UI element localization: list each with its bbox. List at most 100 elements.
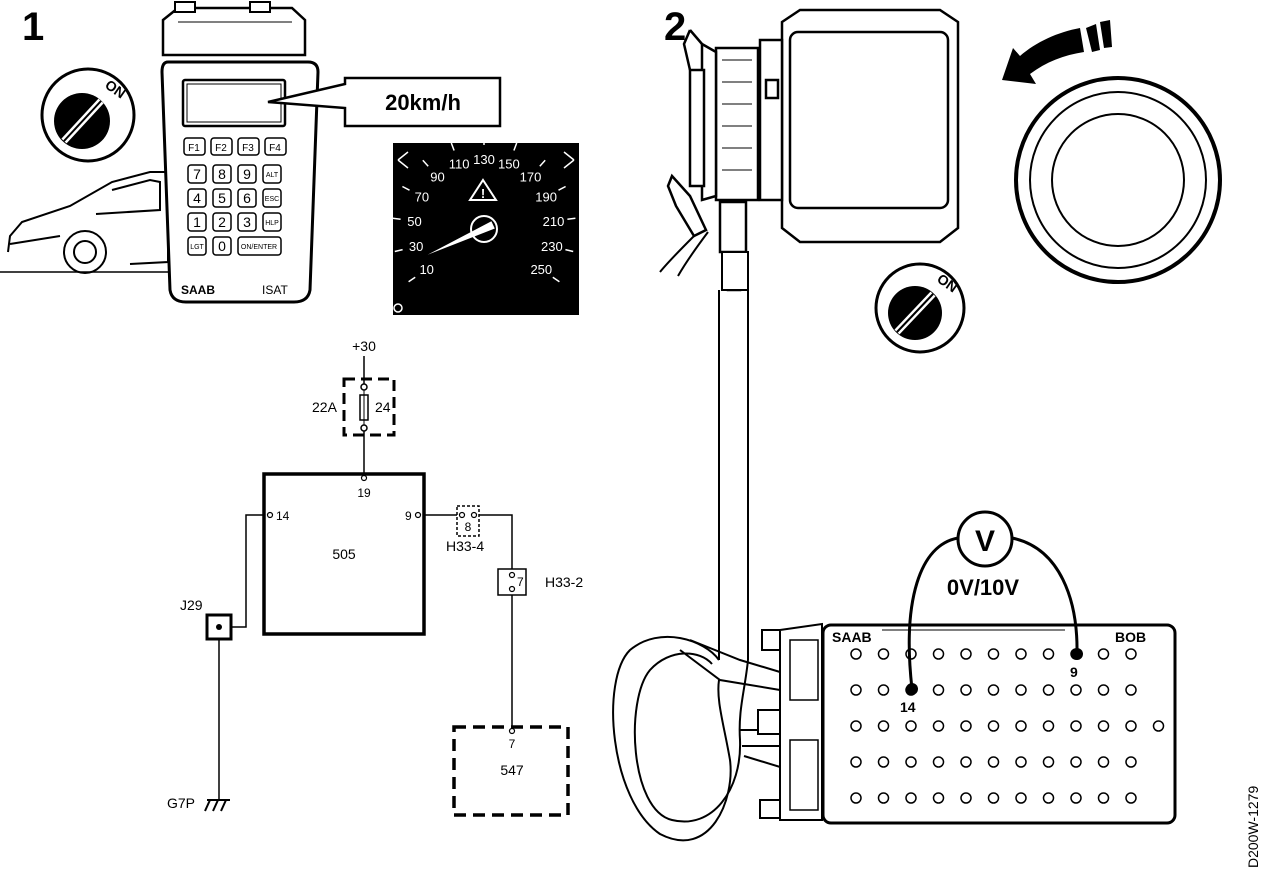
bob-socket — [1042, 792, 1055, 804]
speed-label-150: 150 — [498, 157, 520, 172]
bob-socket — [1042, 720, 1055, 732]
bob-socket — [1042, 756, 1055, 768]
harness-cable — [612, 231, 791, 842]
control-unit-505 — [262, 472, 426, 636]
h33-4-label: H33-4 — [446, 538, 484, 554]
speed-label-90: 90 — [430, 170, 444, 185]
key-f2: F2 — [215, 143, 227, 154]
fuse-name-label: 22A — [312, 399, 338, 415]
bob-socket — [850, 648, 862, 660]
bob-socket — [960, 648, 972, 660]
key-0: 0 — [218, 238, 226, 254]
bob-socket — [1015, 720, 1027, 732]
h33-2-pin-label: 7 — [517, 575, 524, 589]
ground-symbol-icon — [204, 799, 230, 812]
speed-tick-50 — [392, 217, 401, 220]
bob-label: BOB — [1115, 629, 1146, 645]
speed-tick-190 — [558, 185, 566, 191]
tester-model: ISAT — [262, 283, 288, 297]
speed-tick-10 — [408, 276, 416, 283]
pin-19-label: 19 — [357, 486, 371, 500]
isat-tester: F1 F2 F3 F4 7 8 9 ALT 4 5 6 ESC 1 2 3 HL… — [160, 1, 320, 304]
bob-socket — [932, 720, 945, 732]
bob-socket — [932, 684, 945, 696]
h33-4-pin-label: 8 — [465, 520, 472, 534]
bob-socket — [1070, 720, 1082, 732]
pin-14-label: 14 — [276, 509, 290, 523]
bob-socket — [987, 756, 1000, 768]
voltmeter-symbol: V — [975, 525, 995, 558]
bob-socket — [905, 792, 917, 804]
ignition-lock-icon — [1002, 20, 1222, 284]
bob-socket — [987, 648, 1000, 660]
speed-tick-250 — [552, 276, 560, 283]
wiring-diagram: +30 22A 24 19 505 14 9 J29 G7P — [167, 338, 583, 817]
speed-label-50: 50 — [407, 214, 421, 229]
speed-tick-150 — [513, 142, 518, 151]
voltmeter: V 0V/10V — [907, 510, 1079, 690]
bob-plugs — [757, 622, 823, 821]
speed-label-190: 190 — [535, 190, 557, 205]
supply-label: +30 — [352, 338, 376, 354]
bob-socket — [1042, 648, 1055, 660]
key-hlp: HLP — [265, 220, 279, 227]
j29-label: J29 — [180, 597, 203, 613]
tester-brand: SAAB — [181, 283, 215, 297]
bob-socket — [1097, 792, 1110, 804]
bob-socket — [987, 720, 1000, 732]
speed-label-70: 70 — [415, 190, 429, 205]
voltmeter-icon — [956, 510, 1014, 568]
speed-tick-70 — [402, 185, 410, 191]
bob-socket — [1042, 684, 1055, 696]
callout-speed-text: 20km/h — [385, 90, 461, 115]
bob-socket — [905, 720, 917, 732]
bob-socket — [850, 684, 862, 696]
h33-2-label: H33-2 — [545, 574, 583, 590]
bob-socket — [850, 792, 862, 804]
key-3: 3 — [243, 214, 251, 230]
speed-tick-210 — [567, 217, 576, 220]
speed-tick-90 — [422, 159, 429, 167]
key-9: 9 — [243, 166, 251, 182]
bob-socket — [1015, 792, 1027, 804]
bob-socket — [1015, 684, 1027, 696]
speed-tick-30 — [394, 248, 403, 253]
figure-2-number: 2 — [664, 5, 686, 49]
control-unit-505-label: 505 — [332, 546, 356, 562]
speed-tick-230 — [565, 248, 574, 253]
socket-9-label: 9 — [1070, 664, 1078, 680]
bob-socket — [932, 792, 945, 804]
bob-socket — [987, 684, 1000, 696]
bob-socket — [960, 792, 972, 804]
g7p-label: G7P — [167, 795, 195, 811]
bob-socket — [1070, 756, 1082, 768]
key-f1: F1 — [188, 143, 200, 154]
key-8: 8 — [218, 166, 226, 182]
bob-socket — [1125, 756, 1137, 768]
document-reference: D200W-1279 — [1245, 786, 1261, 868]
bob-socket — [1152, 720, 1165, 732]
key-lgt: LGT — [190, 244, 204, 251]
bob-socket — [877, 720, 890, 732]
key-f4: F4 — [269, 143, 281, 154]
bob-socket — [1125, 720, 1137, 732]
bob-socket — [1070, 684, 1082, 696]
rotate-arrow-icon — [1002, 28, 1084, 84]
bob-socket — [932, 756, 945, 768]
socket-14-label: 14 — [900, 699, 916, 715]
bob-brand-label: SAAB — [832, 629, 872, 645]
pin-9-label: 9 — [405, 509, 412, 523]
bob-socket — [960, 720, 972, 732]
speed-tick-170 — [539, 159, 546, 167]
bob-socket — [1015, 648, 1027, 660]
bob-socket — [877, 648, 890, 660]
bob-socket — [1125, 648, 1137, 660]
speed-label-130: 130 — [473, 152, 495, 167]
speed-label-10: 10 — [419, 262, 433, 277]
speed-label-110: 110 — [449, 157, 470, 172]
unit-547-pin-label: 7 — [509, 737, 516, 751]
key-alt: ALT — [266, 172, 279, 179]
bob-socket — [1097, 648, 1110, 660]
fuse-number-label: 24 — [375, 399, 391, 415]
